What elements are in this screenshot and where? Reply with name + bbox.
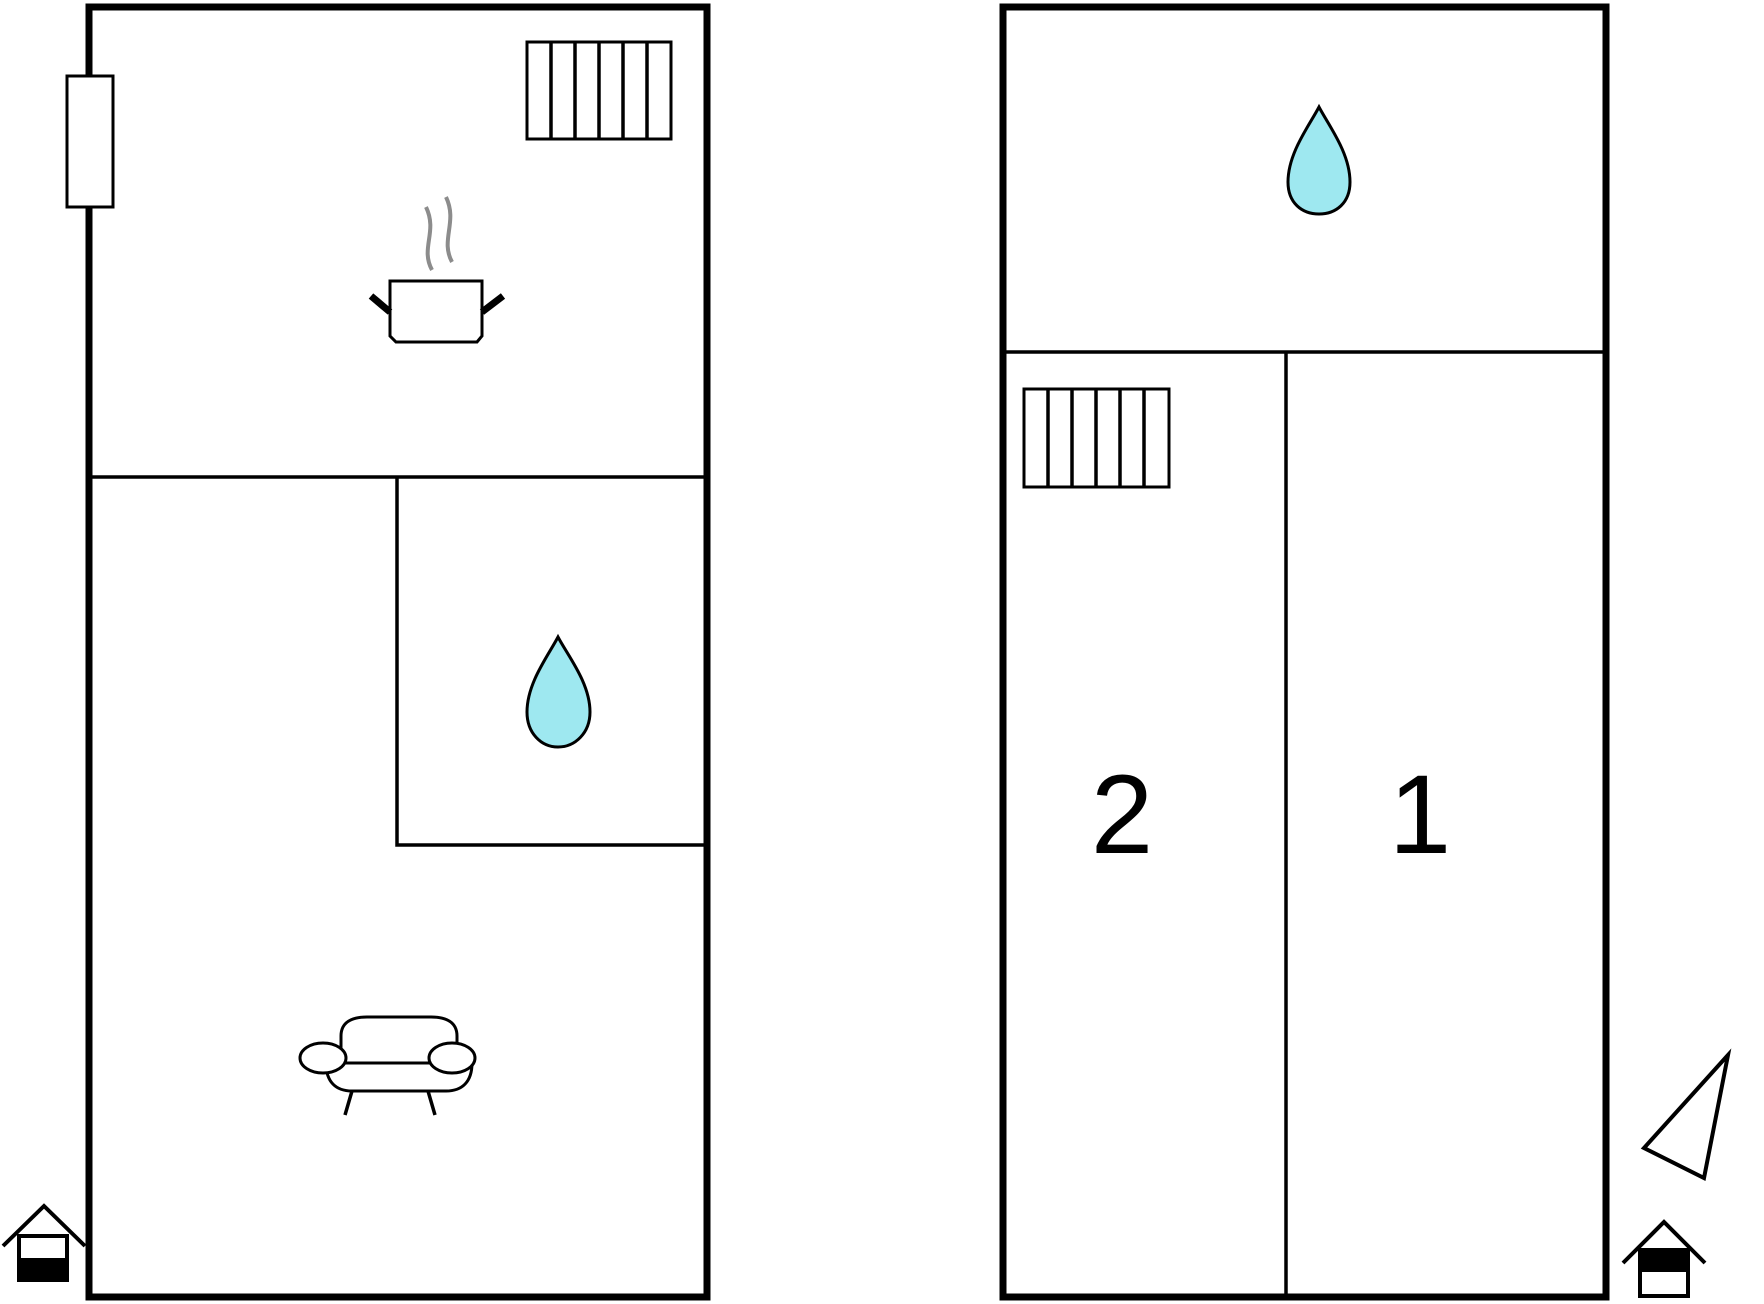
stairs-icon bbox=[525, 40, 673, 141]
steam-line bbox=[444, 196, 454, 263]
bathroom-water-drop-icon bbox=[525, 633, 592, 749]
upper-floor-plan: 2 1 bbox=[999, 3, 1732, 1301]
steam-line bbox=[424, 206, 434, 271]
stairs-icon bbox=[1022, 387, 1171, 489]
ground-floor-house-icon bbox=[1, 1203, 87, 1282]
bedroom-2-label: 2 bbox=[1091, 752, 1153, 877]
door-icon bbox=[65, 74, 115, 209]
upper-floor-outer-wall bbox=[999, 3, 1610, 1301]
bathroom-water-drop-icon bbox=[1286, 103, 1352, 216]
ground-floor-plan bbox=[1, 3, 711, 1301]
bathroom-partition-wall bbox=[395, 477, 704, 847]
ground-floor-outer-wall bbox=[85, 3, 711, 1301]
north-arrow-icon bbox=[1640, 1048, 1732, 1181]
upper-floor-house-icon bbox=[1621, 1219, 1707, 1298]
kitchen-pot-icon bbox=[368, 196, 506, 344]
bedroom-1-label: 1 bbox=[1389, 752, 1451, 877]
living-room-sofa-icon bbox=[298, 1015, 477, 1116]
